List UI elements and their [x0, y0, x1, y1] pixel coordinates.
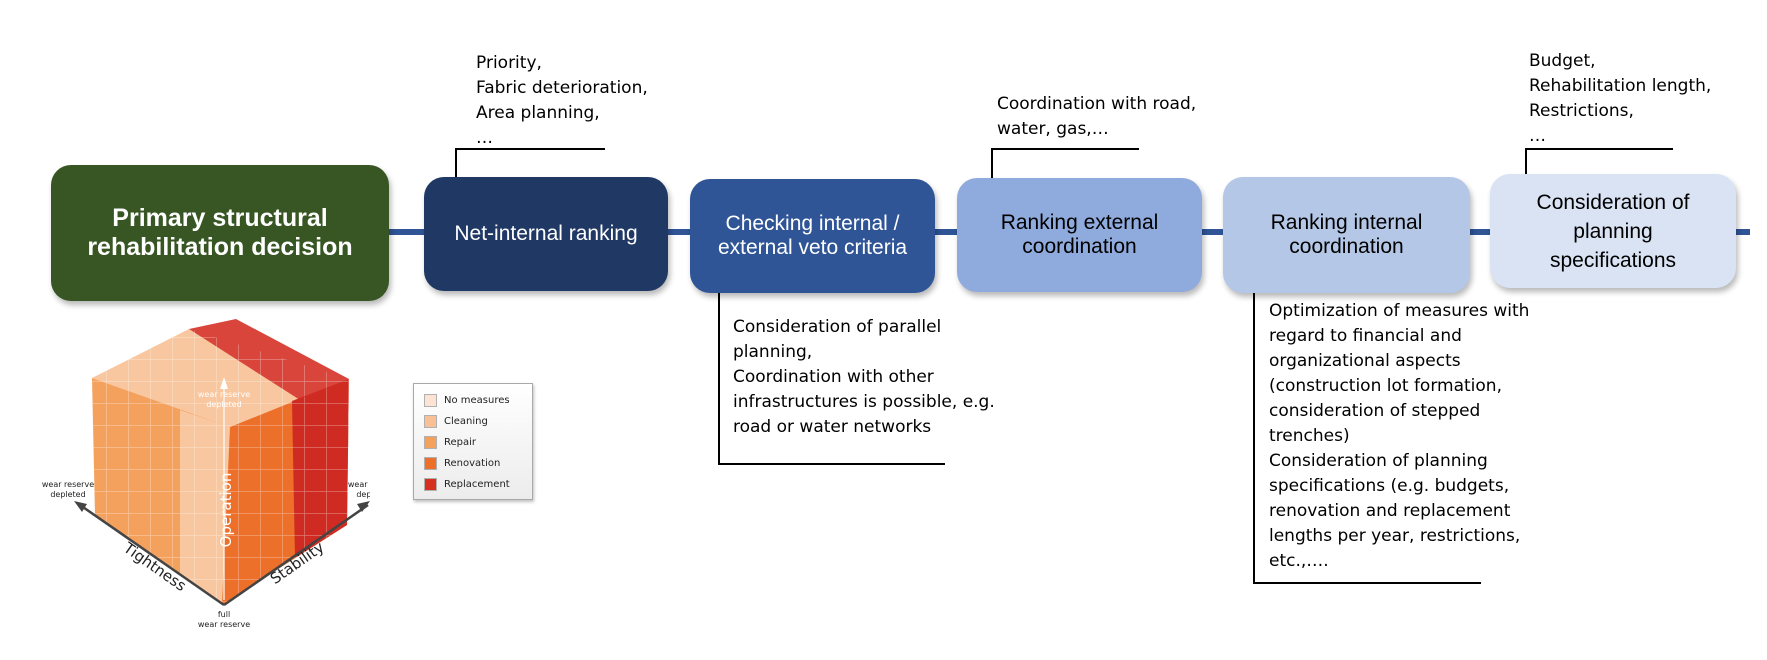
note-internal-leader — [1253, 293, 1255, 583]
axis-label-operation: Operation — [217, 473, 235, 548]
note-external-leader — [991, 148, 993, 178]
legend-swatch — [424, 457, 437, 470]
cube-bottom-label-1: full — [218, 610, 230, 619]
note-external-coordination: Coordination with road, water, gas,… — [997, 94, 1197, 139]
note-ranking-leader — [455, 148, 457, 177]
legend-swatch — [424, 436, 437, 449]
cube-right-label-2: depleted — [356, 490, 370, 499]
step-planning-specifications[interactable]: Consideration of planning specifications — [1490, 174, 1736, 288]
legend-item-renovation: Renovation — [424, 453, 532, 474]
legend-label: No measures — [444, 395, 510, 406]
cube-bottom-label-2: wear reserve — [198, 620, 250, 629]
tightness-axis — [79, 503, 225, 607]
step-ranking-internal-coordination[interactable]: Ranking internal coordination — [1223, 177, 1470, 293]
note-internal-underline — [1253, 582, 1481, 584]
measures-legend: No measures Cleaning Repair Renovation R… — [413, 383, 533, 500]
step-label: Consideration of planning specifications — [1536, 190, 1690, 272]
legend-item-replacement: Replacement — [424, 474, 532, 495]
cube-left-label-2: depleted — [50, 490, 85, 499]
step-label: Primary structural rehabilitation decisi… — [87, 204, 353, 261]
note-internal-coordination: Optimization of measures with regard to … — [1269, 301, 1530, 571]
note-ranking-underline — [455, 148, 605, 150]
cube-top-label-1: wear reserve — [198, 390, 250, 399]
legend-label: Cleaning — [444, 416, 488, 427]
step-label: Ranking external coordination — [1000, 211, 1159, 258]
stability-axis — [223, 503, 369, 607]
cube-right-label-1: wear reserve — [348, 480, 370, 489]
step-net-internal-ranking[interactable]: Net-internal ranking — [424, 177, 668, 291]
cube-top-label-2: depleted — [206, 400, 241, 409]
note-planning-leader — [1525, 148, 1527, 174]
legend-swatch — [424, 394, 437, 407]
note-veto-underline — [718, 463, 945, 465]
legend-item-repair: Repair — [424, 432, 532, 453]
legend-item-no-measures: No measures — [424, 390, 532, 411]
note-planning-constraints: Budget, Rehabilitation length, Restricti… — [1529, 51, 1712, 146]
step-primary-rehabilitation-decision[interactable]: Primary structural rehabilitation decisi… — [51, 165, 389, 301]
note-planning-underline — [1525, 148, 1673, 150]
legend-label: Renovation — [444, 458, 501, 469]
note-external-underline — [991, 148, 1139, 150]
legend-swatch — [424, 415, 437, 428]
cube-left-label-1: wear reserve — [42, 480, 94, 489]
legend-label: Repair — [444, 437, 477, 448]
legend-item-cleaning: Cleaning — [424, 411, 532, 432]
step-ranking-external-coordination[interactable]: Ranking external coordination — [957, 178, 1202, 292]
note-ranking-criteria: Priority, Fabric deterioration, Area pla… — [476, 53, 648, 148]
step-label: Ranking internal coordination — [1270, 211, 1423, 258]
step-label: Checking internal / external veto criter… — [717, 212, 908, 259]
legend-swatch — [424, 478, 437, 491]
legend-label: Replacement — [444, 479, 510, 490]
note-veto-criteria: Consideration of parallel planning, Coor… — [733, 317, 995, 437]
step-checking-veto-criteria[interactable]: Checking internal / external veto criter… — [690, 179, 935, 293]
step-label: Net-internal ranking — [454, 222, 638, 245]
condition-cube-diagram: wear reserve depleted wear reserve deple… — [42, 319, 370, 629]
note-veto-leader — [718, 293, 720, 464]
